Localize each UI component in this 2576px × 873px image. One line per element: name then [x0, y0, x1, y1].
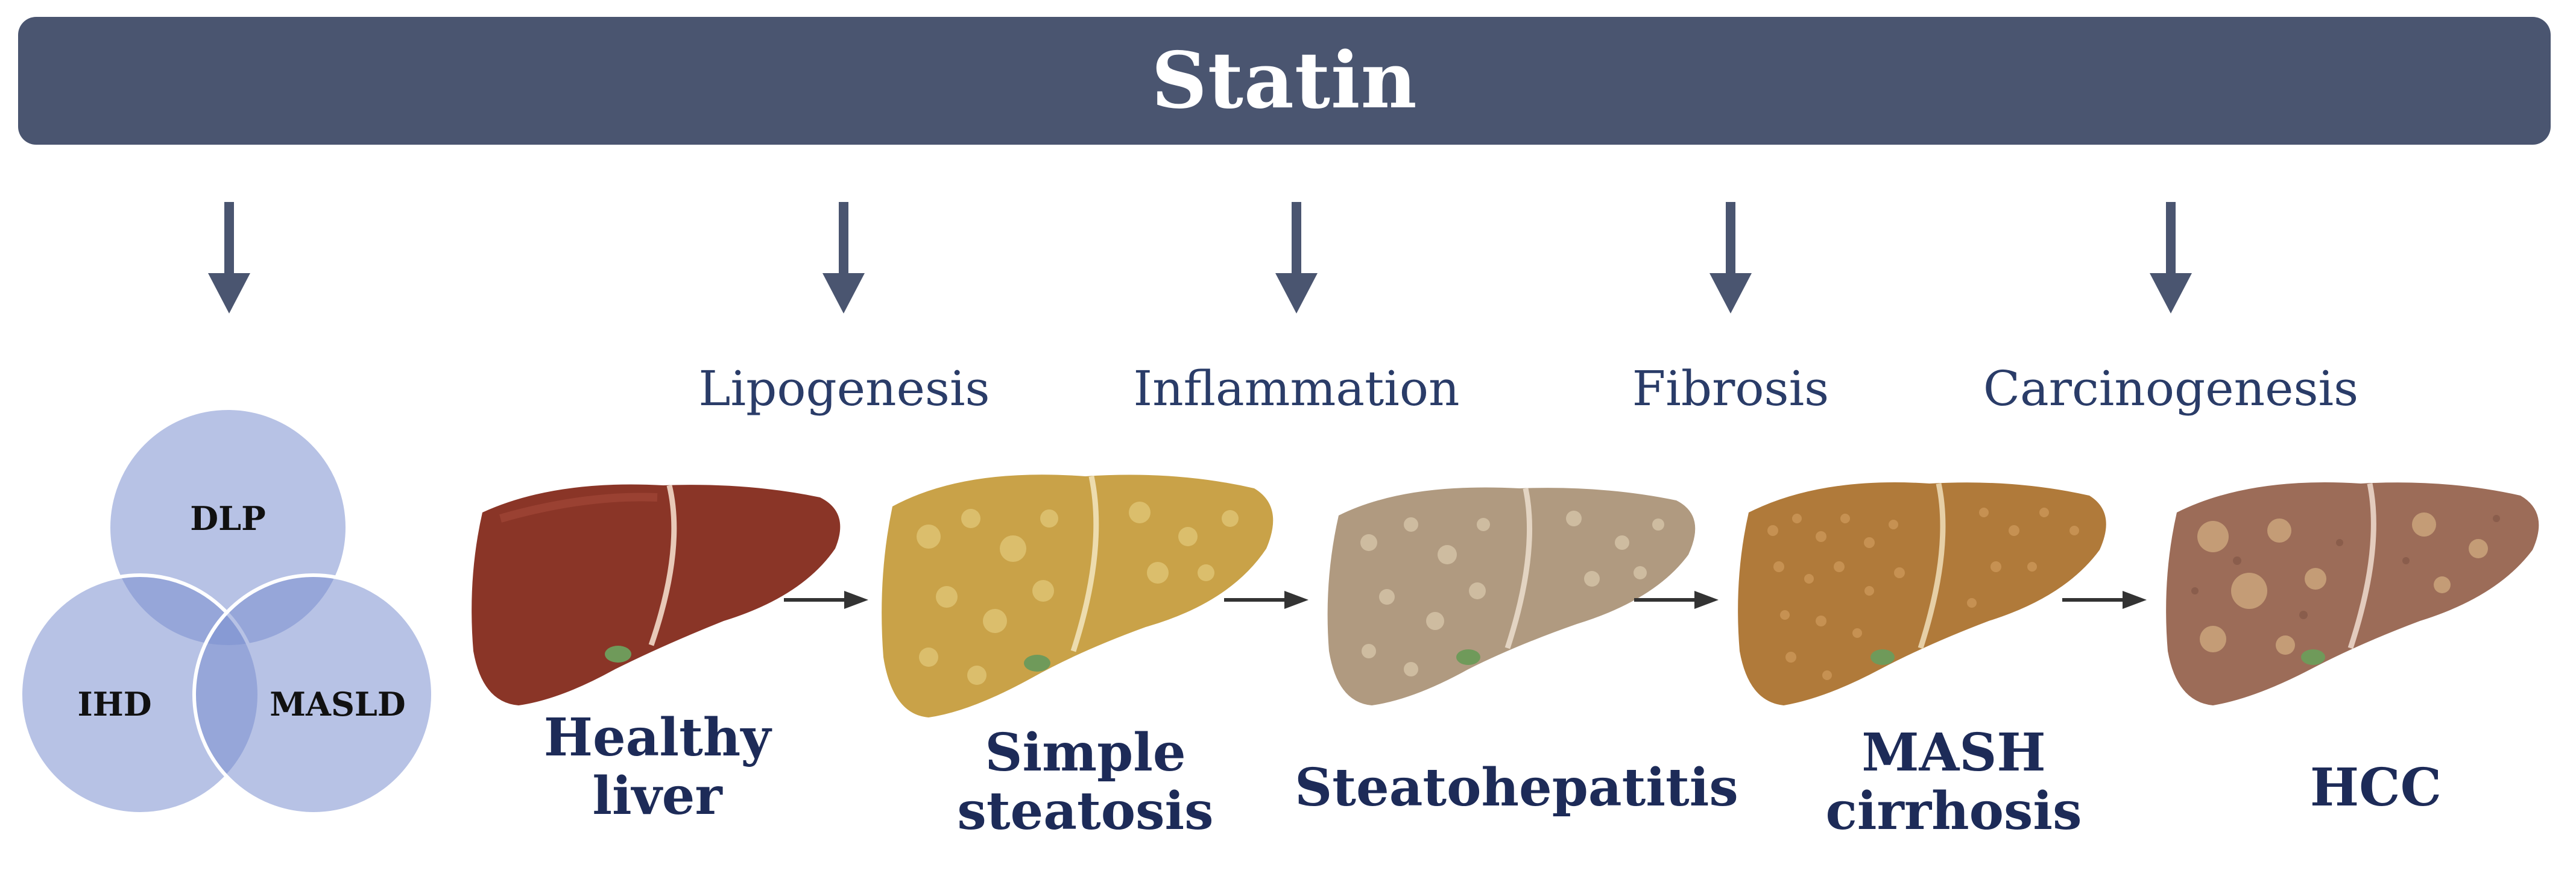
small-arrow-1: [784, 591, 868, 609]
small-arrow-4: [2062, 591, 2147, 609]
stage-name-hcc: HCC: [2310, 758, 2442, 817]
stage-name-steatohepatitis: Steatohepatitis: [1295, 758, 1738, 817]
venn-circle-masld: [192, 573, 434, 816]
liver-mash-cirrhosis-image: [1738, 482, 2106, 705]
process-label-inflammation: Inflammation: [1133, 361, 1460, 417]
stage-name-steatohepatitis-line1: Steatohepatitis: [1295, 757, 1738, 818]
stage-name-healthy-liver: Healthy liver: [543, 707, 771, 827]
venn-label-dlp: DLP: [190, 499, 266, 538]
stage-name-mash-line2: cirrhosis: [1825, 781, 2082, 842]
down-arrow-venn: [208, 202, 250, 314]
venn-diagram: [19, 410, 434, 816]
down-arrow-lipogenesis: [822, 202, 865, 314]
venn-label-ihd: IHD: [77, 685, 152, 723]
banner-title: Statin: [1151, 36, 1418, 126]
down-arrow-inflammation: [1275, 202, 1318, 314]
liver-simple-steatosis-image: [882, 474, 1274, 717]
liver-steatohepatitis-image: [1327, 487, 1696, 705]
liver-hcc-image: [2166, 482, 2539, 705]
stage-name-mash-cirrhosis: MASH cirrhosis: [1825, 722, 2082, 842]
stage-name-healthy-line2: liver: [592, 766, 722, 827]
stage-name-steatosis-line2: steatosis: [957, 781, 1214, 842]
down-arrow-fibrosis: [1709, 202, 1752, 314]
process-label-lipogenesis: Lipogenesis: [698, 361, 990, 417]
stage-name-hcc-line1: HCC: [2309, 757, 2442, 818]
liver-healthy-image: [472, 484, 841, 705]
stage-name-steatosis-line1: Simple: [985, 722, 1186, 783]
stage-name-simple-steatosis: Simple steatosis: [957, 722, 1214, 842]
statin-banner: Statin: [18, 17, 2551, 145]
process-label-fibrosis: Fibrosis: [1632, 361, 1829, 417]
stage-name-mash-line1: MASH: [1861, 722, 2046, 783]
down-arrow-carcinogenesis: [2150, 202, 2192, 314]
small-arrow-3: [1634, 591, 1719, 609]
small-arrow-2: [1224, 591, 1309, 609]
process-label-carcinogenesis: Carcinogenesis: [1983, 361, 2359, 417]
venn-label-masld: MASLD: [270, 685, 406, 723]
stage-name-healthy-line1: Healthy: [543, 707, 771, 768]
